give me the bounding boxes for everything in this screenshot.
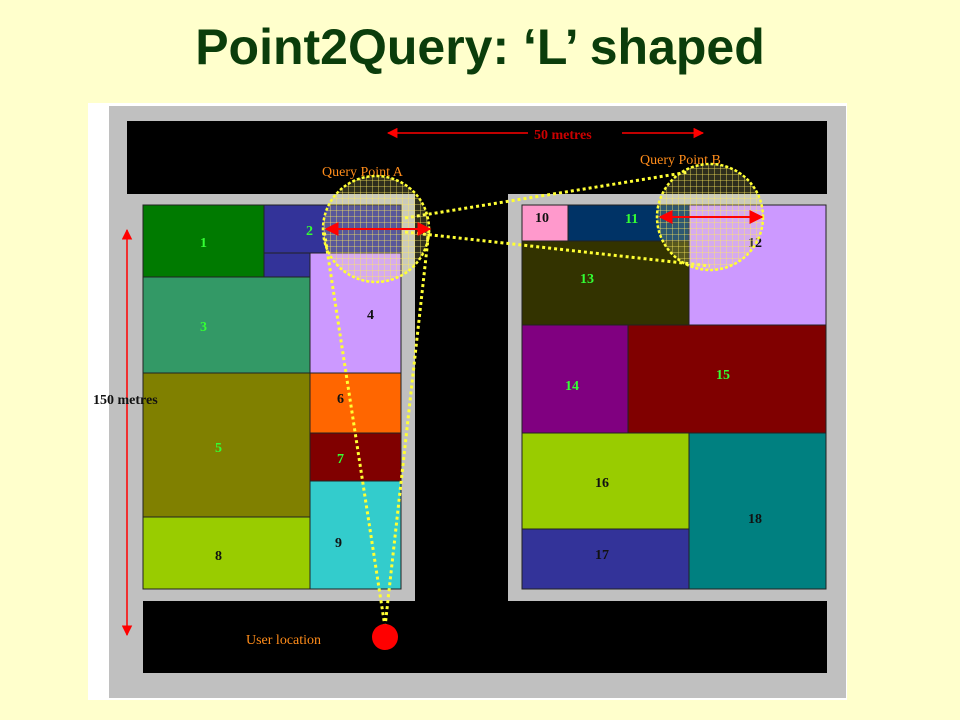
block-3 [142,276,311,374]
block-3-label: 3 [200,320,207,335]
block-17 [521,528,690,590]
block-6-label: 6 [337,392,344,407]
sight-line-user-left [322,229,387,628]
block-11-label: 11 [625,212,638,227]
block-16 [521,432,690,530]
block-8 [142,516,311,590]
height-dimension-label: 150 metres [93,393,158,408]
block-10 [521,204,569,242]
block-14 [521,324,629,434]
block-10-label: 10 [535,211,549,226]
block-1-label: 1 [200,236,207,251]
block-18 [688,432,827,590]
block-13-label: 13 [580,272,594,287]
block-4-label: 4 [367,308,374,323]
block-1 [142,204,265,278]
block-9-label: 9 [335,536,342,551]
road-bottom [143,601,827,673]
block-5-label: 5 [215,441,222,456]
page-title: Point2Query: ‘L’ shaped [195,19,765,75]
block-16-label: 16 [595,476,609,491]
block-5 [142,372,311,518]
block-6 [309,372,402,434]
block-7 [309,432,402,482]
block-9 [309,480,402,590]
road-middle [415,194,508,601]
block-2-label: 2 [306,224,313,239]
block-15-label: 15 [716,368,730,383]
user-location-label: User location [246,633,321,648]
block-18-label: 18 [748,512,762,527]
block-15 [627,324,827,434]
block-13 [521,240,690,326]
sight-line-user-right [383,229,431,628]
block-7-label: 7 [337,452,344,467]
block-2-lower [263,252,311,278]
user-location-marker [372,624,398,650]
width-dimension-label: 50 metres [534,128,592,143]
block-8-label: 8 [215,549,222,564]
block-14-label: 14 [565,379,579,394]
block-17-label: 17 [595,548,609,563]
